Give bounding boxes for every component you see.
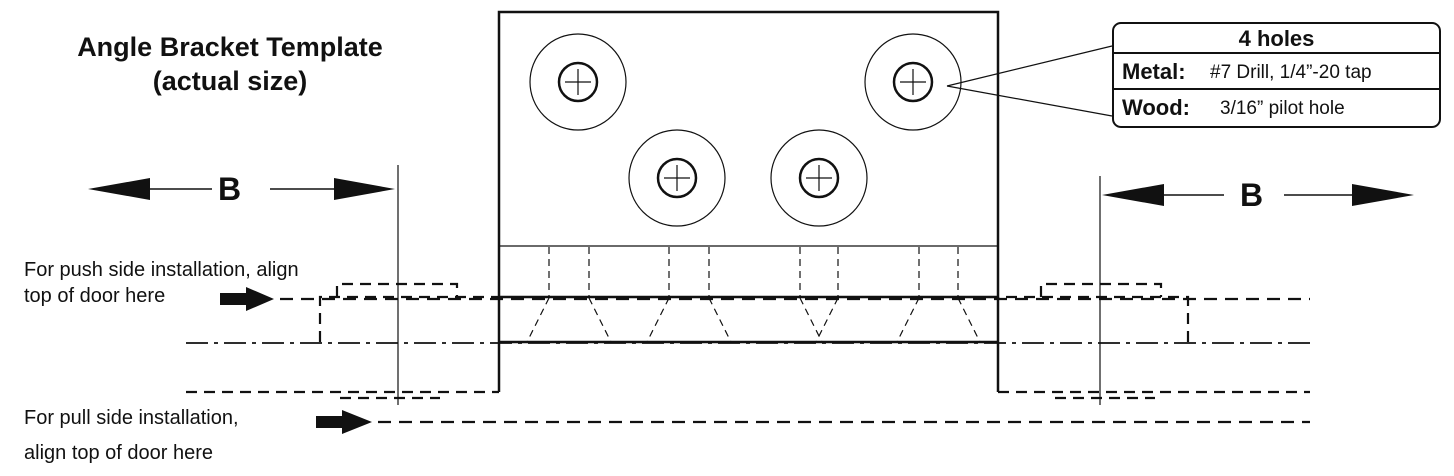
dimension-label-right: B — [1240, 177, 1264, 213]
callout-leader — [946, 45, 1113, 117]
hole-spec-callout: 4 holes Metal: #7 Drill, 1/4”-20 tap Woo… — [1112, 22, 1441, 128]
pull-pointer-arrow-icon — [316, 410, 372, 434]
hole-top-left — [529, 33, 627, 131]
arrow-left-icon — [1102, 184, 1164, 206]
hole-bottom-right — [770, 129, 868, 227]
hole-bottom-left — [628, 129, 726, 227]
bracket-plate — [497, 10, 1000, 299]
right-door-outline — [998, 282, 1310, 400]
pull-note-line1: For pull side installation, — [24, 407, 239, 429]
page-subtitle: (actual size) — [152, 66, 308, 96]
callout-key: Metal: — [1122, 59, 1186, 84]
callout-key: Wood: — [1122, 95, 1191, 120]
bracket-hidden-lines — [526, 247, 981, 343]
arrow-right-icon — [1352, 184, 1414, 206]
callout-value: #7 Drill, 1/4”-20 tap — [1210, 62, 1372, 83]
pull-note-line2: align top of door here — [24, 442, 214, 464]
push-pointer-arrow-icon — [220, 287, 274, 311]
arrow-right-icon — [334, 178, 395, 200]
page-title: Angle Bracket Template — [77, 32, 383, 62]
push-note-line2: top of door here — [24, 285, 166, 307]
left-door-outline — [186, 282, 499, 400]
callout-value: 3/16” pilot hole — [1220, 98, 1345, 119]
callout-heading: 4 holes — [1114, 24, 1439, 54]
callout-row-wood: Wood: 3/16” pilot hole — [1114, 90, 1439, 126]
hole-top-right — [864, 33, 962, 131]
callout-row-metal: Metal: #7 Drill, 1/4”-20 tap — [1114, 54, 1439, 90]
dim-b-left — [88, 178, 395, 200]
bracket-flange — [497, 297, 1000, 392]
push-note-line1: For push side installation, align — [24, 259, 299, 281]
dimension-label-left: B — [218, 171, 242, 207]
arrow-left-icon — [88, 178, 150, 200]
dim-b-right — [1102, 184, 1414, 206]
